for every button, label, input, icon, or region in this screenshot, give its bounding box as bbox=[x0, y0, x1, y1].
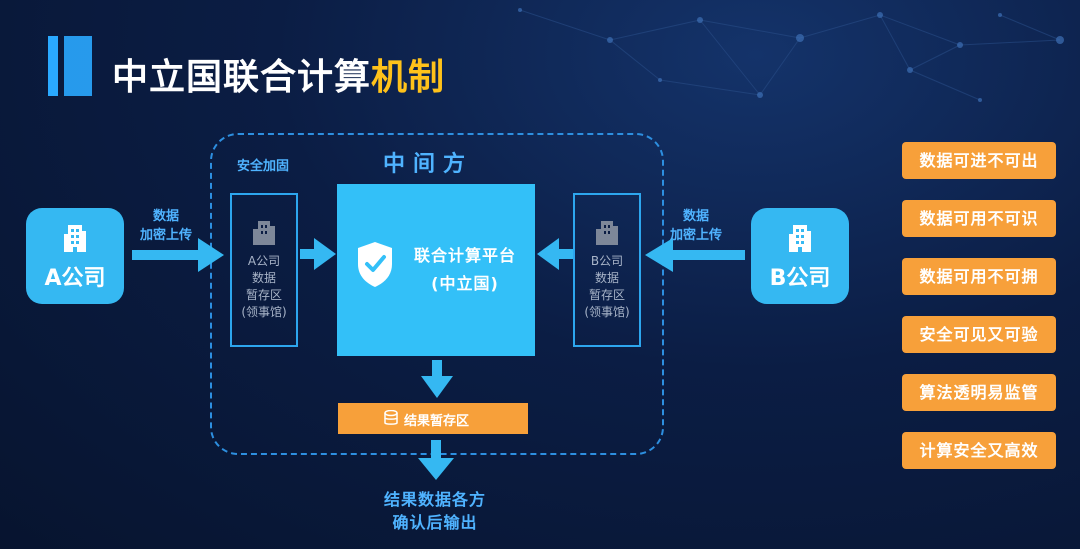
upload-label-line1: 数据 bbox=[152, 209, 179, 224]
staging-a-line2: 数据 bbox=[251, 271, 276, 285]
property-item: 计算安全又高效 bbox=[902, 432, 1056, 469]
joint-computing-platform: 联合计算平台 (中立国) bbox=[337, 184, 535, 356]
database-icon bbox=[384, 410, 398, 425]
property-item: 数据可进不可出 bbox=[902, 142, 1056, 179]
staging-b-line4: (领事馆) bbox=[584, 305, 630, 319]
property-item: 算法透明易监管 bbox=[902, 374, 1056, 411]
arrow-down-icon bbox=[418, 440, 454, 480]
company-a-node: A公司 bbox=[26, 208, 124, 304]
building-icon bbox=[253, 221, 275, 245]
company-b-upload-label: 数据 加密上传 bbox=[661, 207, 731, 245]
company-b-name: B公司 bbox=[769, 266, 831, 291]
staging-b-line2: 数据 bbox=[594, 271, 619, 285]
arrow-right-icon bbox=[300, 238, 336, 270]
platform-line2: (中立国) bbox=[431, 274, 499, 293]
company-a-name: A公司 bbox=[44, 266, 106, 291]
company-b-node: B公司 bbox=[751, 208, 849, 304]
staging-a-line3: 暂存区 bbox=[245, 288, 282, 302]
result-staging-area: 结果暂存区 bbox=[338, 403, 528, 434]
output-line1: 结果数据各方 bbox=[383, 490, 486, 509]
staging-b-line3: 暂存区 bbox=[588, 288, 625, 302]
staging-b-line1: B公司 bbox=[590, 254, 624, 268]
arrow-right-icon bbox=[132, 238, 224, 272]
building-icon bbox=[596, 221, 618, 245]
company-a-upload-label: 数据 加密上传 bbox=[131, 207, 201, 245]
output-description: 结果数据各方 确认后输出 bbox=[360, 488, 510, 534]
arrow-left-icon bbox=[537, 238, 573, 270]
middle-party-label: 中间方 bbox=[383, 152, 474, 177]
staging-a-line4: (领事馆) bbox=[241, 305, 287, 319]
title-highlight: 机制 bbox=[371, 57, 446, 98]
staging-a-line1: A公司 bbox=[247, 254, 281, 268]
building-icon bbox=[64, 225, 86, 252]
title-accent-bar-wide bbox=[64, 36, 92, 96]
upload-label-line1: 数据 bbox=[682, 209, 709, 224]
result-area-label: 结果暂存区 bbox=[404, 414, 470, 429]
upload-label-line2: 加密上传 bbox=[139, 228, 192, 243]
security-hardening-label: 安全加固 bbox=[237, 159, 290, 174]
upload-label-line2: 加密上传 bbox=[669, 228, 722, 243]
company-a-staging-area: A公司 数据 暂存区 (领事馆) bbox=[230, 193, 298, 347]
title-main: 中立国联合计算 bbox=[112, 57, 372, 98]
arrow-down-icon bbox=[421, 360, 453, 398]
output-line2: 确认后输出 bbox=[392, 513, 478, 532]
company-b-staging-area: B公司 数据 暂存区 (领事馆) bbox=[573, 193, 641, 347]
title-accent-bar bbox=[48, 36, 58, 96]
arrow-left-icon bbox=[645, 238, 745, 272]
property-item: 安全可见又可验 bbox=[902, 316, 1056, 353]
property-item: 数据可用不可拥 bbox=[902, 258, 1056, 295]
platform-line1: 联合计算平台 bbox=[413, 246, 516, 265]
shield-check-icon bbox=[358, 242, 392, 287]
building-icon bbox=[789, 225, 811, 252]
page-title: 中立国联合计算机制 bbox=[112, 48, 445, 100]
property-item: 数据可用不可识 bbox=[902, 200, 1056, 237]
